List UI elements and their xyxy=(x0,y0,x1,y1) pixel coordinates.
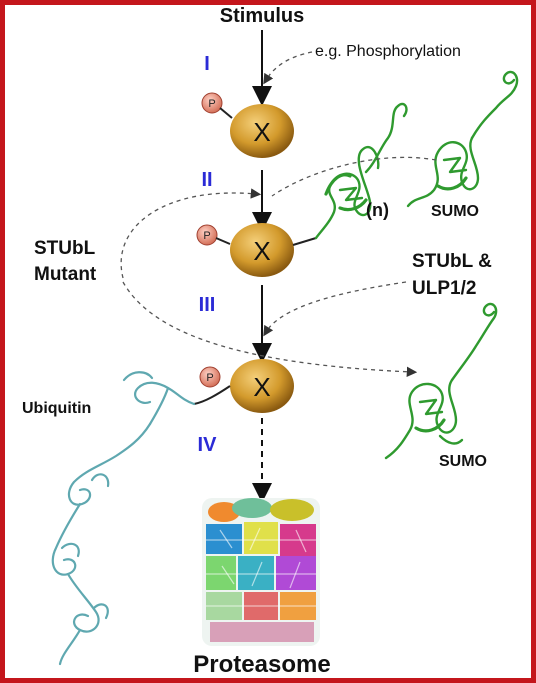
svg-text:X: X xyxy=(253,236,270,266)
phospho-badge xyxy=(199,366,221,388)
phospho-badge xyxy=(201,92,223,114)
svg-text:P: P xyxy=(206,372,213,384)
sumo-recycle-dashed-line xyxy=(271,156,437,197)
stubl-ulp-dashed-arrow xyxy=(263,281,407,337)
protein-x-stage-2: X P xyxy=(196,223,317,277)
stimulus-label: Stimulus xyxy=(220,5,304,27)
svg-text:X: X xyxy=(253,372,270,402)
sumo-chain-structure xyxy=(314,102,408,240)
svg-text:P: P xyxy=(203,230,210,242)
protein-x-stage-3: X P xyxy=(193,359,294,413)
sumo-removal-dashed-arrow xyxy=(122,281,418,377)
sumo-structure-top xyxy=(406,70,519,208)
phosphorylation-dashed-arrow xyxy=(263,51,313,85)
sumo-structure-bottom xyxy=(384,302,498,460)
step-iii-label: III xyxy=(199,294,216,316)
svg-text:X: X xyxy=(253,117,270,147)
protein-x-stage-1: X P xyxy=(201,92,294,158)
sumo-chain-count-label: (n) xyxy=(366,200,389,220)
ubiquitin-label: Ubiquitin xyxy=(22,400,91,417)
stubl-mutant-dashed-arrow xyxy=(120,188,262,279)
stubl-ulp-label-line-2: ULP1/2 xyxy=(412,278,476,299)
sumo-label-top: SUMO xyxy=(431,203,479,220)
sumo-label-bottom: SUMO xyxy=(439,453,487,470)
svg-text:P: P xyxy=(208,98,215,110)
step-iv-label: IV xyxy=(198,434,218,456)
step-ii-label: II xyxy=(201,169,212,191)
stubl-mutant-label-line-1: STUbL xyxy=(34,238,96,259)
phospho-badge xyxy=(196,224,218,246)
phosphorylation-annotation: e.g. Phosphorylation xyxy=(315,43,461,60)
proteasome-structure xyxy=(202,498,320,646)
ubiquitin-chain-structure xyxy=(51,371,196,666)
step-i-label: I xyxy=(204,53,210,75)
proteasome-label: Proteasome xyxy=(193,651,330,678)
stubl-mutant-label-line-2: Mutant xyxy=(34,264,97,285)
stubl-ulp-label-line-1: STUbL & xyxy=(412,251,492,272)
